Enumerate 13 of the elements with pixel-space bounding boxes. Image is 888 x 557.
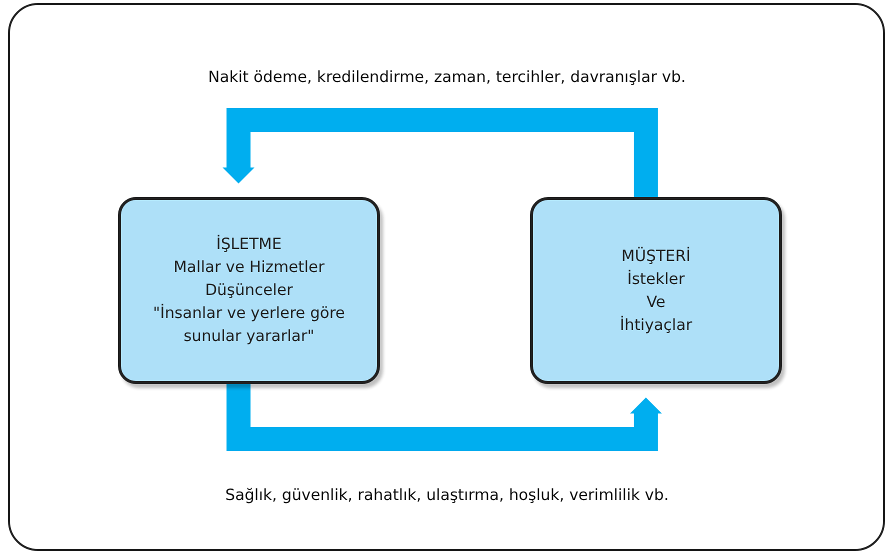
edge-label: Sağlık, güvenlik, rahatlık, ulaştırma, hoşluk, verimlilik vb.: [225, 486, 669, 504]
box-text: Düşünceler: [205, 280, 293, 301]
rounded-box: [530, 197, 782, 384]
box-text: MÜŞTERİ: [621, 246, 691, 266]
box-text: Ve: [646, 292, 666, 312]
rounded-box: [118, 197, 380, 384]
box-text: "İnsanlar ve yerlere göre sunular yararlar": [152, 302, 346, 347]
edge-label: Nakit ödeme, kredilendirme, zaman, tercihler, davranışlar vb.: [208, 68, 686, 86]
box-text: Mallar ve Hizmetler: [174, 257, 324, 278]
box-text: İŞLETME: [216, 234, 282, 255]
loop-arrow: [226, 384, 662, 451]
box-text: İstekler: [627, 268, 685, 290]
box-text: İhtiyaçlar: [620, 314, 692, 336]
